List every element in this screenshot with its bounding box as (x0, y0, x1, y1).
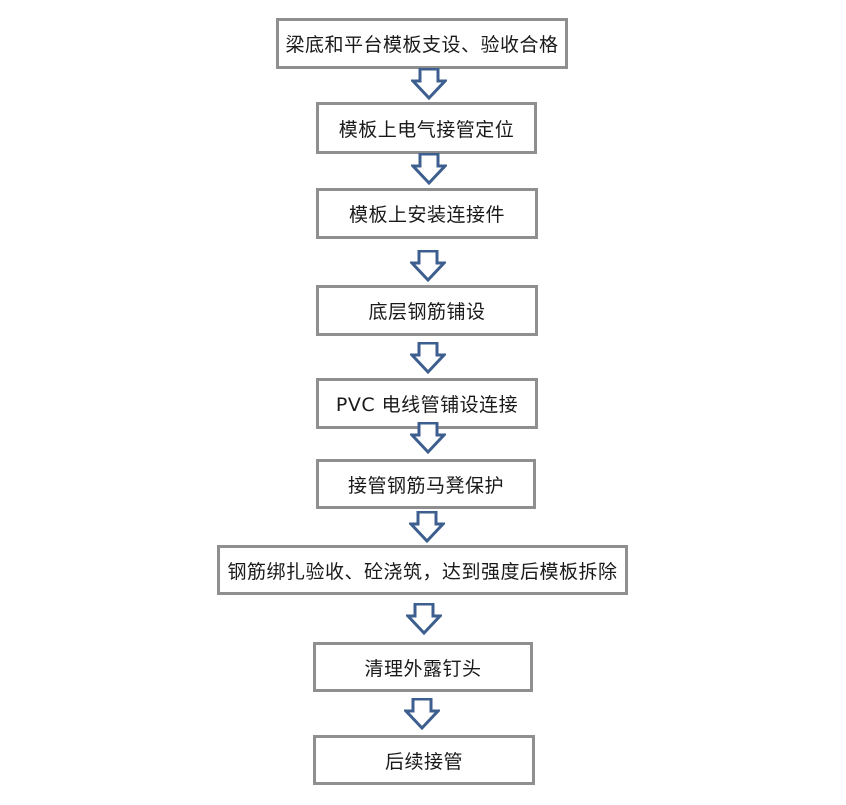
flow-step-8: 清理外露钉头 (313, 642, 533, 692)
flow-step-9-label: 后续接管 (384, 750, 463, 773)
flow-step-1-label: 梁底和平台模板支设、验收合格 (285, 34, 559, 56)
flow-step-6: 接管钢筋马凳保护 (316, 459, 536, 509)
flow-step-8-label: 清理外露钉头 (364, 657, 482, 680)
flow-step-9: 后续接管 (313, 735, 535, 785)
flow-step-5-label: PVC 电线管铺设连接 (335, 394, 519, 416)
flow-step-7: 钢筋绑扎验收、砼浇筑，达到强度后模板拆除 (217, 545, 628, 595)
down-arrow-icon (406, 603, 442, 635)
flow-step-3-label: 模板上安装连接件 (348, 204, 505, 226)
down-arrow-icon (410, 342, 446, 374)
flow-step-7-label: 钢筋绑扎验收、砼浇筑，达到强度后模板拆除 (227, 560, 618, 583)
down-arrow-icon (410, 422, 446, 454)
flow-step-2-label: 模板上电气接管定位 (338, 118, 515, 141)
flow-step-3: 模板上安装连接件 (316, 188, 538, 239)
flow-step-1: 梁底和平台模板支设、验收合格 (276, 18, 568, 69)
down-arrow-icon (410, 250, 446, 282)
down-arrow-icon (404, 698, 440, 730)
down-arrow-icon (411, 68, 447, 100)
down-arrow-icon (411, 153, 447, 185)
flow-step-2: 模板上电气接管定位 (316, 102, 537, 154)
flow-step-6-label: 接管钢筋马凳保护 (347, 474, 504, 497)
down-arrow-icon (409, 511, 445, 543)
flow-step-4-label: 底层钢筋铺设 (368, 301, 486, 323)
flow-step-5: PVC 电线管铺设连接 (316, 378, 538, 429)
flow-step-4: 底层钢筋铺设 (316, 285, 538, 336)
